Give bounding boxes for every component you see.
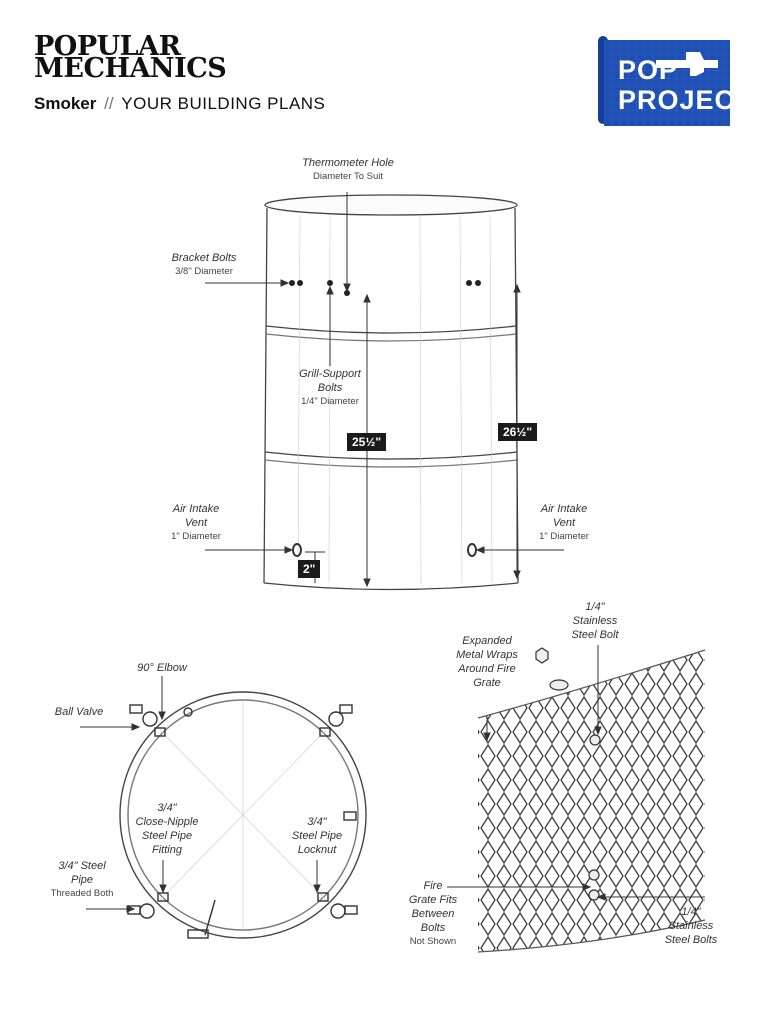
- dimension-lines: [305, 283, 521, 588]
- hammer-icon: [656, 52, 718, 76]
- pipe-fitting: [127, 704, 358, 939]
- stainless-bolts-label: 1/4" Stainless Steel Bolts: [664, 906, 718, 946]
- bracket-bolt-hole: [297, 280, 303, 286]
- air-vent-hole: [292, 543, 302, 557]
- ring-drawing: [119, 691, 367, 939]
- grill-support-bolt-hole: [327, 280, 333, 286]
- bracket-bolt-hole: [475, 280, 481, 286]
- project-name: Smoker: [34, 94, 97, 113]
- logo-line-1: POP: [618, 55, 679, 85]
- ring-leaders: [80, 676, 321, 913]
- barrel-holes: [289, 280, 481, 557]
- air-vent-hole: [467, 543, 477, 557]
- subtitle-separator: //: [104, 94, 114, 113]
- elbow-label: 90° Elbow: [137, 662, 187, 674]
- thermometer-hole-label: Thermometer Hole Diameter To Suit: [302, 157, 394, 182]
- stainless-bolt-label: 1/4" Stainless Steel Bolt: [571, 601, 619, 641]
- plans-label: YOUR BUILDING PLANS: [121, 94, 326, 113]
- air-intake-right-label: Air Intake Vent 1" Diameter: [539, 503, 589, 542]
- brand-line-1: POPULAR: [34, 31, 181, 62]
- grill-support-bolts-label: Grill-Support Bolts 1/4" Diameter: [299, 368, 361, 407]
- air-intake-left-label: Air Intake Vent 1" Diameter: [171, 503, 221, 542]
- brand-wordmark: POPULAR MECHANICS: [34, 31, 227, 84]
- locknut-label: 3/4" Steel Pipe Locknut: [291, 816, 343, 856]
- bracket-bolt-hole: [466, 280, 472, 286]
- expanded-metal-label: Expanded Metal Wraps Around Fire Grate: [456, 635, 518, 689]
- grate-leaders: [447, 645, 705, 901]
- stainless-bolt: [535, 647, 601, 901]
- close-nipple-label: 3/4" Close-Nipple Steel Pipe Fitting: [135, 802, 199, 856]
- brand-line-2: MECHANICS: [34, 53, 227, 84]
- bracket-bolt-hole: [289, 280, 295, 286]
- bracket-bolts-label: Bracket Bolts 3/8" Diameter: [171, 252, 237, 277]
- fire-grate-label: Fire Grate Fits Between Bolts Not Shown: [408, 880, 458, 947]
- barrel-leaders: [205, 192, 564, 554]
- ball-valve-label: Ball Valve: [54, 706, 104, 718]
- dimension-outer-height: 26½": [498, 423, 538, 441]
- page-subtitle: Smoker // YOUR BUILDING PLANS: [34, 94, 325, 114]
- steel-pipe-label: 3/4" Steel Pipe Threaded Both: [50, 860, 114, 899]
- pop-projects-logo: [598, 36, 730, 126]
- thermometer-hole: [344, 290, 350, 296]
- dimension-vent-offset: 2": [298, 560, 321, 578]
- dimension-inner-height: 25½": [347, 433, 387, 451]
